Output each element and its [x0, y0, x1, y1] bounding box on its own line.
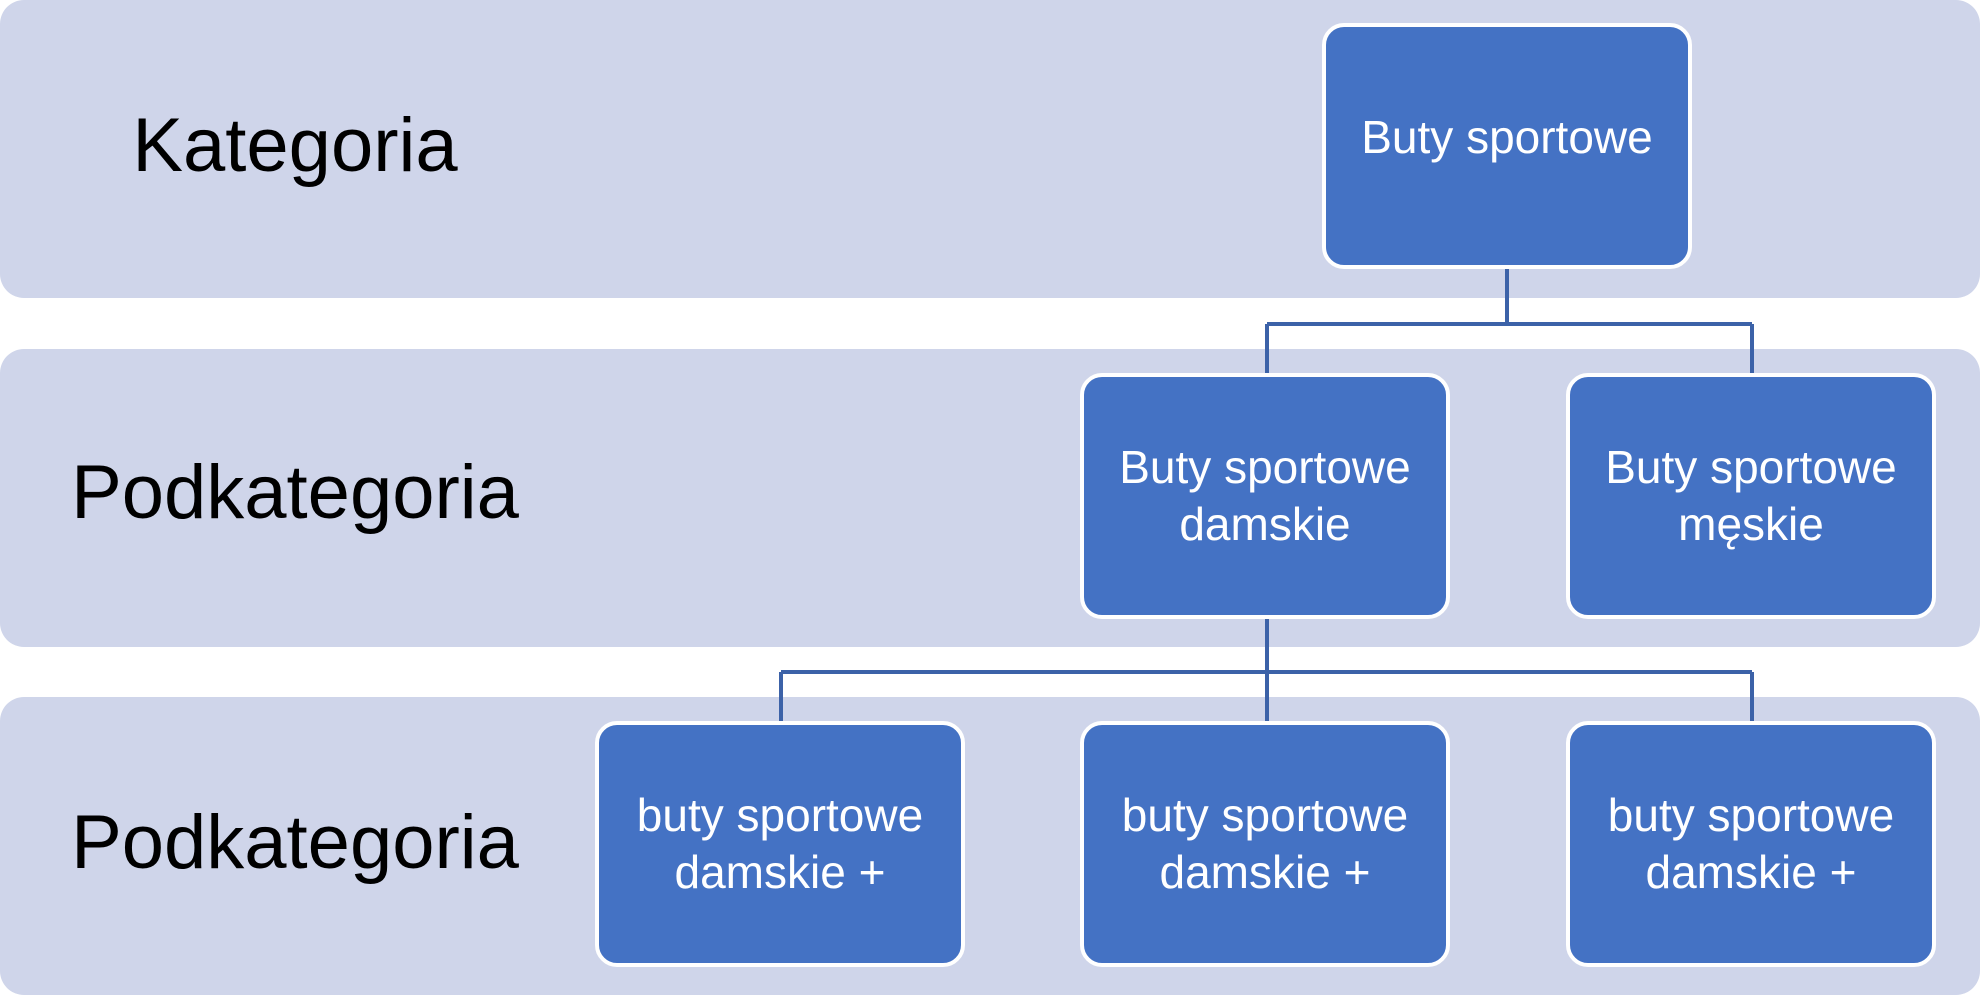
node-leaf-damskie-plus-3[interactable]: buty sportowe damskie +	[1566, 721, 1936, 967]
node-leaf-damskie-plus-2[interactable]: buty sportowe damskie +	[1080, 721, 1450, 967]
level-label-podkategoria-1: Podkategoria	[71, 450, 519, 535]
node-buty-sportowe-damskie[interactable]: Buty sportowe damskie	[1080, 373, 1450, 619]
node-buty-sportowe-meskie[interactable]: Buty sportowe męskie	[1566, 373, 1936, 619]
node-buty-sportowe[interactable]: Buty sportowe	[1322, 23, 1692, 269]
node-leaf-damskie-plus-1[interactable]: buty sportowe damskie +	[595, 721, 965, 967]
level-label-kategoria: Kategoria	[132, 103, 458, 188]
level-label-podkategoria-2: Podkategoria	[71, 800, 519, 885]
